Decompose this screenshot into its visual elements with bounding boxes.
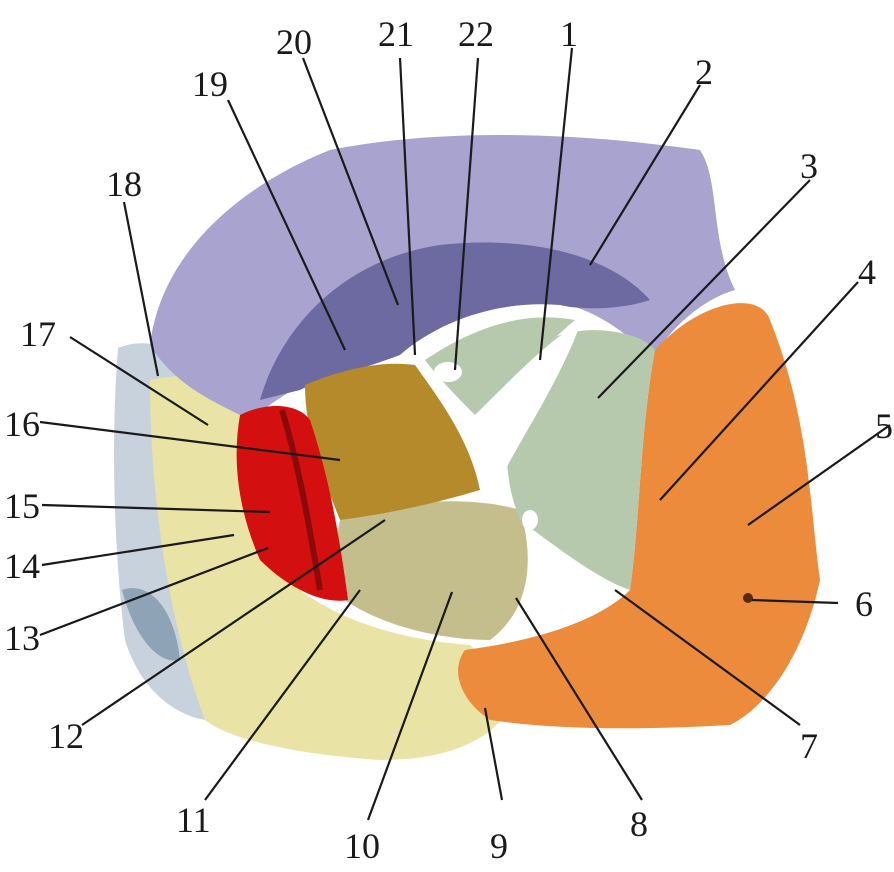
label-15: 15: [4, 486, 40, 526]
label-16: 16: [4, 404, 40, 444]
label-10: 10: [344, 826, 380, 866]
label-9: 9: [490, 826, 508, 866]
label-18: 18: [106, 164, 142, 204]
label-6: 6: [855, 584, 873, 624]
label-11: 11: [176, 800, 211, 840]
lacrimal-bone: [236, 405, 348, 601]
label-5: 5: [875, 406, 893, 446]
lacrimal-crest: [279, 409, 323, 591]
label-8: 8: [630, 804, 648, 844]
leader-lines: [39, 47, 891, 821]
label-20: 20: [276, 22, 312, 62]
foramen-6: [743, 593, 753, 603]
foramen-22: [434, 362, 462, 382]
label-19: 19: [192, 64, 228, 104]
frontal-roof: [260, 242, 650, 400]
label-13: 13: [4, 618, 40, 658]
label-2: 2: [695, 52, 713, 92]
zygomatic-bone: [458, 303, 820, 729]
maxilla-inner: [336, 501, 528, 640]
label-22: 22: [458, 14, 494, 54]
optic-canal: [470, 325, 580, 480]
nasal-shadow: [122, 588, 180, 661]
label-14: 14: [4, 546, 40, 586]
label-21: 21: [378, 14, 414, 54]
label-7: 7: [800, 726, 818, 766]
label-17: 17: [20, 314, 56, 354]
sphenoid-wing: [305, 363, 480, 520]
label-3: 3: [800, 146, 818, 186]
label-4: 4: [858, 252, 876, 292]
label-12: 12: [48, 716, 84, 756]
foramen-small: [522, 510, 538, 530]
ethmoid-upper: [425, 317, 575, 420]
label-1: 1: [560, 14, 578, 54]
